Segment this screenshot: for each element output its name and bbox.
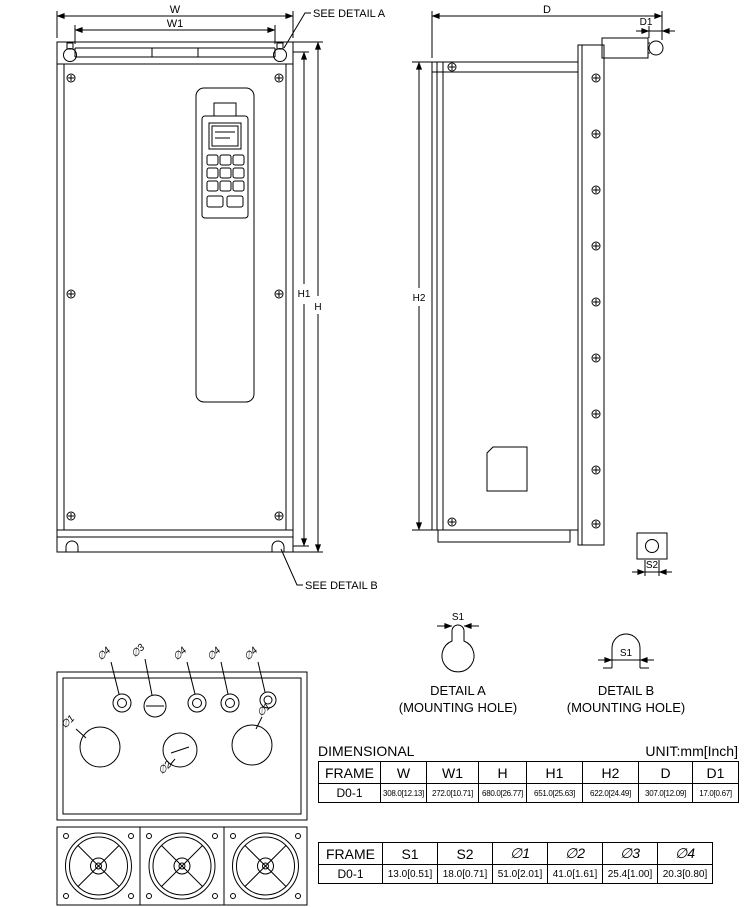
s2-value: 18.0[0.71] <box>437 864 493 884</box>
detail-a-s1-label: S1 <box>452 612 465 623</box>
drawing-labels: W W1 SEE DETAIL A SEE DETAIL B H1 H D D1… <box>59 4 685 777</box>
s1-value: 13.0[0.51] <box>382 864 438 884</box>
dim-label-d: D <box>543 4 551 16</box>
detail-a-subtitle: (MOUNTING HOLE) <box>399 700 517 715</box>
detail-a <box>437 622 479 673</box>
dim-label-s2: S2 <box>646 560 659 571</box>
col-s1: S1 <box>382 842 438 865</box>
col-s2: S2 <box>437 842 493 865</box>
dim-label-h: H <box>314 302 321 313</box>
nameplate <box>486 446 528 492</box>
hole-label-phi4-4: ∅4 <box>242 645 260 663</box>
dim-label-h1: H1 <box>298 289 311 300</box>
unit-label: UNIT:mm[Inch] <box>645 743 738 759</box>
w1-value: 272.0[10.71] <box>426 783 479 803</box>
slot-shape <box>611 633 641 668</box>
see-detail-a-label: SEE DETAIL A <box>313 8 386 20</box>
conduit-hole-center <box>162 732 198 768</box>
conduit-hole-right <box>231 724 273 766</box>
detail-b-s1-label: S1 <box>620 648 633 659</box>
front-screws <box>66 73 284 521</box>
dimension-table-header-row: FRAME W W1 H H1 H2 D D1 <box>318 761 739 784</box>
col-phi1: ∅1 <box>492 842 548 865</box>
dim-label-w: W <box>170 4 181 16</box>
col-frame2: FRAME <box>318 842 383 865</box>
col-h: H <box>478 761 527 784</box>
keyhole-shape <box>441 624 475 673</box>
mounting-plate <box>577 44 605 546</box>
fan-section <box>56 826 308 906</box>
dim-label-d1: D1 <box>640 17 653 28</box>
hole-table-header-row: FRAME S1 S2 ∅1 ∅2 ∅3 ∅4 <box>318 842 713 865</box>
see-detail-b-label: SEE DETAIL B <box>305 580 378 592</box>
keypad-display <box>208 122 242 150</box>
front-body <box>56 63 294 531</box>
col-w: W <box>380 761 427 784</box>
col-h2: H2 <box>582 761 639 784</box>
hole-table-data-row: D0-1 13.0[0.51] 18.0[0.71] 51.0[2.01] 41… <box>318 864 713 884</box>
bottom-foot <box>636 532 668 560</box>
detail-a-leader <box>283 12 311 49</box>
detail-a-title: DETAIL A <box>430 683 486 698</box>
bottom-view <box>56 658 308 906</box>
phi3-value: 25.4[1.00] <box>602 864 658 884</box>
h1-value: 651.0[25.63] <box>526 783 583 803</box>
hole-label-phi4-1: ∅4 <box>95 645 113 663</box>
detail-b-title: DETAIL B <box>598 683 654 698</box>
col-phi4: ∅4 <box>657 842 713 865</box>
dimension-table: FRAME W W1 H H1 H2 D D1 D0-1 308.0[12.13… <box>318 761 739 803</box>
hole-label-phi1-left: ∅1 <box>59 713 77 731</box>
side-view <box>412 11 675 576</box>
col-d: D <box>638 761 693 784</box>
col-frame: FRAME <box>318 761 381 784</box>
detail-b-leader <box>280 548 303 586</box>
conduit-hole-left <box>79 726 121 768</box>
dim-label-w1: W1 <box>167 18 184 30</box>
hole-label-phi2: ∅2 <box>156 759 174 777</box>
hole-label-phi4-2: ∅4 <box>171 645 189 663</box>
table-caption-row: DIMENSIONAL UNIT:mm[Inch] <box>318 743 738 759</box>
d1-value: 17.0[0.67] <box>692 783 739 803</box>
bottom-notch-left <box>65 540 79 552</box>
dim-label-h2: H2 <box>413 293 426 304</box>
detail-b <box>598 633 654 669</box>
top-mounting-tab <box>601 37 649 59</box>
plate-screws <box>591 73 601 529</box>
hole-label-phi3: ∅3 <box>129 642 147 660</box>
h2-value: 622.0[24.49] <box>582 783 639 803</box>
col-d1: D1 <box>692 761 739 784</box>
frame2-value: D0-1 <box>318 864 383 884</box>
hole-label-phi1-right: ∅1 <box>255 701 273 719</box>
bottom-notch-right <box>271 540 285 552</box>
side-mounting-hole-bottom <box>645 539 659 553</box>
detail-b-subtitle: (MOUNTING HOLE) <box>567 700 685 715</box>
col-h1: H1 <box>526 761 583 784</box>
h-value: 680.0[26.77] <box>478 783 527 803</box>
hole-label-phi4-3: ∅4 <box>205 645 223 663</box>
dimension-table-data-row: D0-1 308.0[12.13] 272.0[10.71] 680.0[26.… <box>318 783 739 803</box>
phi4-value: 20.3[0.80] <box>657 864 713 884</box>
front-view <box>56 11 323 586</box>
col-phi2: ∅2 <box>547 842 603 865</box>
dimensional-title: DIMENSIONAL <box>318 743 415 759</box>
col-w1: W1 <box>426 761 479 784</box>
w-value: 308.0[12.13] <box>380 783 427 803</box>
d-value: 307.0[12.09] <box>638 783 693 803</box>
phi1-value: 51.0[2.01] <box>492 864 548 884</box>
frame-value: D0-1 <box>318 783 381 803</box>
side-mounting-hole-top <box>648 40 664 56</box>
side-body <box>431 61 579 531</box>
keypad <box>195 87 255 403</box>
mounting-hole-table: FRAME S1 S2 ∅1 ∅2 ∅3 ∅4 D0-1 13.0[0.51] … <box>318 842 713 884</box>
col-phi3: ∅3 <box>602 842 658 865</box>
phi2-value: 41.0[1.61] <box>547 864 603 884</box>
